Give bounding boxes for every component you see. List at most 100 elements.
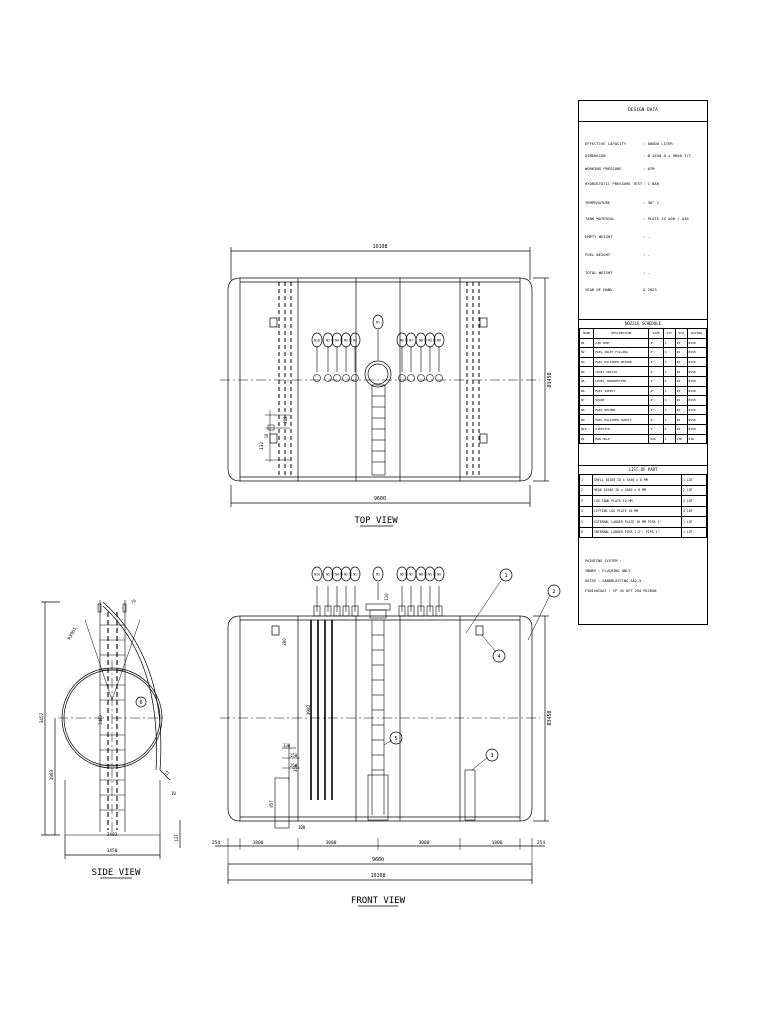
table-cell: 1 LOT	[681, 516, 707, 528]
front-lug-b: 150	[290, 753, 298, 758]
nozzle-tag: N7	[409, 339, 413, 343]
table-cell: MAN HOLE	[593, 433, 650, 445]
part-callout-4: 4	[497, 654, 500, 660]
table-cell: 2"	[648, 375, 664, 387]
table-cell: 40	[674, 366, 688, 377]
table-cell: 40	[674, 375, 688, 387]
design-key: HYDROSTATIC PRESSURE TEST	[585, 181, 643, 186]
front-seg-2: 3000	[326, 840, 337, 846]
part-callout-1: 1	[504, 573, 507, 579]
design-key: TOTAL WEIGHT	[585, 270, 613, 275]
side-view: 6 3452 1983 R3951 70 3483 3483 10 12 127…	[39, 598, 181, 879]
table-cell: 1	[662, 395, 676, 406]
nozzle-tag: N5	[326, 339, 330, 343]
side-width-2: 3483	[107, 832, 118, 838]
table-cell: 40	[674, 337, 688, 349]
column-header: SIZE	[648, 328, 664, 339]
front-shell-outline	[227, 615, 533, 822]
nozzle-tag: N5	[326, 573, 330, 577]
design-value: : -	[643, 252, 650, 257]
design-row: TANK MATERIAL: PLATE SS 400 / A36	[585, 216, 689, 221]
front-lug-d: 350	[293, 764, 298, 772]
front-dim-110: 110	[384, 593, 389, 601]
design-key: EMPTY WEIGHT	[585, 234, 613, 239]
table-cell: 4"	[648, 404, 664, 416]
table-cell: 1	[662, 356, 676, 368]
table-cell: 40	[674, 385, 688, 397]
design-row: WORKING PRESSURE: ATM	[585, 166, 654, 171]
design-data-title: DESIGN DATA	[579, 101, 707, 122]
front-lug-a: 330	[283, 743, 291, 748]
front-lug-c: 250	[290, 763, 298, 768]
table-cell: 40	[674, 356, 688, 368]
design-value: : 30° C	[643, 200, 660, 205]
table-cell: 3"	[648, 423, 664, 435]
front-seg-4: 1800	[492, 840, 503, 846]
design-value: & 2023	[643, 287, 657, 292]
side-dim-127: 127	[174, 834, 179, 842]
table-cell: M1	[578, 433, 595, 445]
nozzle-tag: N1	[353, 573, 357, 577]
top-shell-length: 9600	[374, 496, 386, 502]
nozzle-tag: N2	[344, 573, 348, 577]
side-dim-12: 12	[164, 769, 171, 776]
table-cell: N10	[578, 423, 595, 435]
top-nozzle-tags-right: N6 N7 N8 N3 N9	[396, 332, 445, 348]
design-key: TEMPERATURE	[585, 200, 611, 205]
table-cell: #150	[686, 356, 707, 368]
design-value: : ATM	[643, 166, 655, 171]
table-cell: #150	[686, 395, 707, 406]
design-row: DIMENSION: Ø 3450 D x 9600 T/T	[585, 153, 691, 158]
table-cell: FUEL POLISHER SUPPLY	[593, 414, 650, 425]
side-radius: R3951	[67, 626, 79, 641]
table-cell: N8	[578, 404, 595, 416]
table-cell: 3 LOT	[681, 495, 707, 507]
table-cell: #150	[686, 347, 707, 358]
table-cell: N2	[578, 347, 595, 358]
table-cell: 1 LOT	[681, 474, 707, 486]
side-inner: 3483	[98, 715, 103, 725]
side-view-title: SIDE VIEW	[92, 868, 141, 878]
table-cell: 40	[674, 414, 688, 425]
side-lower: 1983	[49, 769, 55, 780]
top-shell-outline	[227, 277, 533, 482]
title-block: DESIGN DATA EFFECTIVE CAPACITY: 80000 LI…	[578, 100, 708, 625]
side-height: 3452	[39, 712, 45, 723]
side-width-1: 3450	[107, 848, 118, 854]
table-cell: SPARE	[593, 395, 650, 406]
painting-notes: PAINTING SYSTEM : INNER : FLUSHING ONLY …	[585, 556, 656, 596]
table-cell: LIFTING LUG PLATE 10 MM	[592, 505, 682, 517]
nozzle-tag: N7	[409, 573, 413, 577]
side-dim-70: 70	[130, 598, 137, 605]
part-callout-2: 2	[552, 589, 555, 595]
nozzle-tag: N2	[344, 339, 348, 343]
table-cell: LUG TANK PLATE 10 MM	[592, 495, 682, 507]
design-key: YEAR OF MANU.	[585, 287, 615, 292]
table-cell: FUEL INLET FILLING	[593, 347, 650, 358]
column-header: RATING	[686, 328, 707, 339]
table-cell: 40	[674, 404, 688, 416]
table-cell: 3"	[648, 347, 664, 358]
nozzle-tag: N6	[400, 339, 404, 343]
table-cell: 1	[662, 337, 676, 349]
table-cell: 1	[662, 366, 676, 377]
front-dim-280: 280	[282, 638, 287, 646]
table-cell: 2 LOT	[681, 484, 707, 496]
table-cell: #150	[686, 375, 707, 387]
design-row: HYDROSTATIC PRESSURE TEST: 1 BAR	[585, 181, 659, 186]
front-part-callouts: 1 2 3 4 5	[383, 568, 561, 771]
table-cell: 1	[662, 433, 676, 445]
notes-line: FINISHCOAT : EP 45 DFT 250 MICRON	[585, 589, 657, 593]
table-cell: STD	[686, 433, 707, 445]
table-cell: 2"	[648, 366, 664, 377]
top-overall-length: 10108	[372, 244, 387, 250]
table-cell: 4 LOT	[681, 505, 707, 517]
notes-line: INNER : FLUSHING ONLY	[585, 569, 631, 573]
